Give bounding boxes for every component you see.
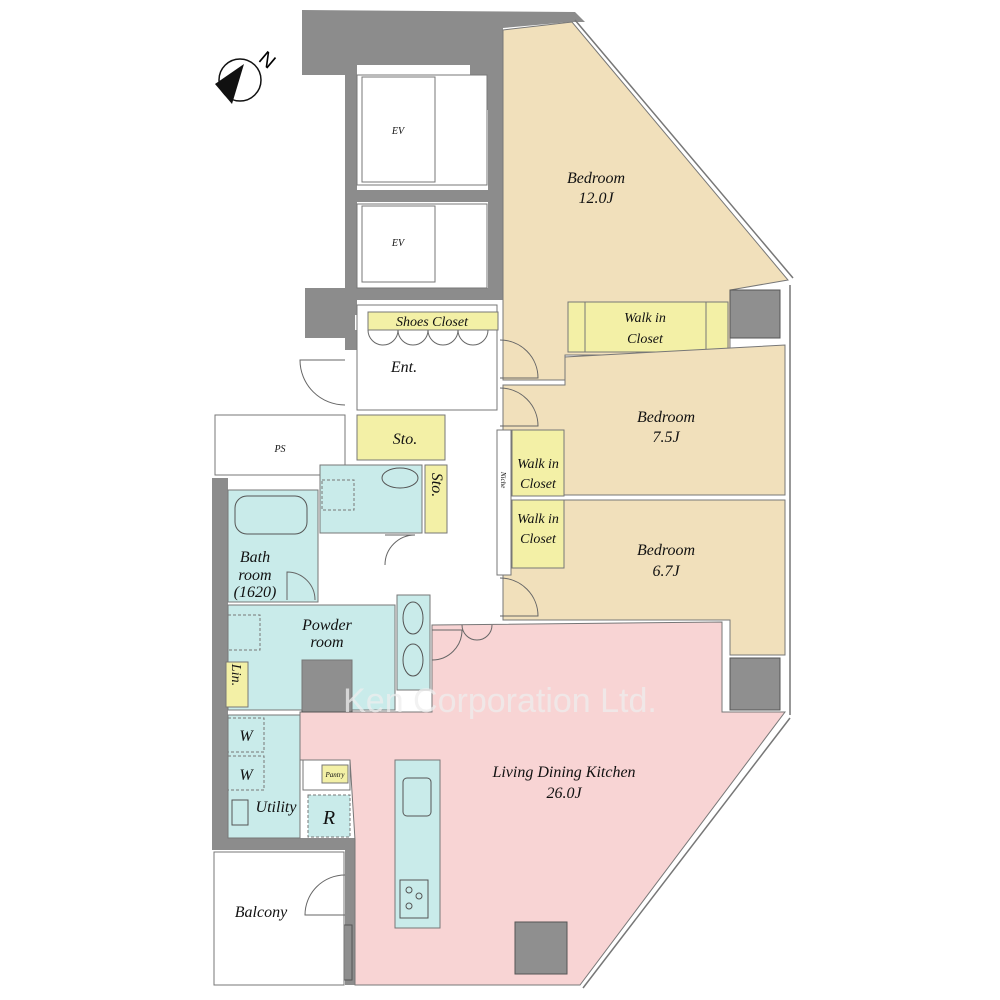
walk-in-closet-3-line1: Walk in xyxy=(517,512,559,527)
bedroom-3-name: Bedroom xyxy=(637,542,695,559)
bedroom-1-name: Bedroom xyxy=(567,170,625,187)
balcony-label: Balcony xyxy=(235,904,288,921)
storage-1-label: Sto. xyxy=(393,431,417,448)
bedroom-2-name: Bedroom xyxy=(637,409,695,426)
storage-2 xyxy=(424,464,448,534)
toilet-icon xyxy=(321,479,355,511)
washer-space-1 xyxy=(227,717,265,753)
fridge-space xyxy=(307,794,351,838)
powder-room-line2: room xyxy=(310,634,343,651)
niche xyxy=(496,429,512,576)
washbasin-icon xyxy=(381,467,419,489)
ev-1-label: EV xyxy=(391,126,406,137)
walk-in-closet-2-line2: Closet xyxy=(520,477,557,492)
sink-icon xyxy=(402,777,432,817)
fridge-label: R xyxy=(322,807,335,829)
powder-room-line1: Powder xyxy=(301,617,353,634)
ev-2-label: EV xyxy=(391,238,406,249)
washer-space-2 xyxy=(227,755,265,791)
linen-closet xyxy=(225,661,249,708)
walk-in-closet-1 xyxy=(567,301,729,353)
window xyxy=(582,717,791,989)
bathroom xyxy=(227,489,319,603)
niche-label: Niche xyxy=(499,471,507,488)
pillar xyxy=(301,659,353,713)
walk-in-closet-1-line1: Walk in xyxy=(624,311,666,326)
walk-in-closet-1-line2: Closet xyxy=(627,332,664,347)
bedroom-3-door[interactable] xyxy=(499,577,539,617)
storage-1 xyxy=(356,414,446,461)
walk-in-closet-2 xyxy=(511,429,565,497)
washer-1-label: W xyxy=(239,728,254,745)
balcony-door[interactable] xyxy=(304,874,346,916)
bathroom-line2: room xyxy=(238,567,271,584)
exterior-walls xyxy=(212,10,585,985)
stove-icon xyxy=(399,879,429,919)
toilet-door[interactable] xyxy=(384,534,416,566)
ldk-name: Living Dining Kitchen xyxy=(491,764,635,781)
ps-label: PS xyxy=(273,444,285,455)
pillar xyxy=(729,289,781,339)
powder-room-door[interactable] xyxy=(431,629,463,661)
bathroom-line3: (1620) xyxy=(234,584,277,601)
walk-in-closet-3 xyxy=(511,499,565,569)
shoes-closet-label: Shoes Closet xyxy=(396,315,469,330)
bedroom-6-7j xyxy=(502,499,786,656)
pillar xyxy=(729,657,781,711)
pantry-label: Pantry xyxy=(324,771,345,779)
washer-2-label: W xyxy=(239,767,254,784)
toilet-icon xyxy=(227,614,261,651)
balcony xyxy=(213,851,345,986)
north-compass-icon: N xyxy=(215,47,279,104)
storage-2-label: Sto. xyxy=(428,473,445,497)
hall-door[interactable] xyxy=(461,624,493,641)
pillar xyxy=(514,921,568,975)
ldk-size: 26.0J xyxy=(546,785,582,802)
watermark: Ken Corporation Ltd. xyxy=(343,682,657,720)
entrance-label: Ent. xyxy=(390,359,417,376)
bedroom-2-door[interactable] xyxy=(499,387,539,427)
bedroom-3-size: 6.7J xyxy=(652,563,680,580)
bedroom-2-size: 7.5J xyxy=(652,429,680,446)
bedroom-1-size: 12.0J xyxy=(578,190,614,207)
walk-in-closet-2-line1: Walk in xyxy=(517,457,559,472)
linen-label: Lin. xyxy=(228,663,243,686)
bathtub-icon xyxy=(234,495,308,535)
washbasin-icon xyxy=(402,601,424,635)
bathroom-line1: Bath xyxy=(240,549,270,566)
vanity xyxy=(396,594,431,691)
toilet-room xyxy=(319,464,423,534)
window xyxy=(574,19,794,279)
entry-door[interactable] xyxy=(299,359,346,406)
kitchen-island xyxy=(394,759,441,929)
washbasin-icon xyxy=(402,643,424,677)
pantry xyxy=(321,764,349,784)
bathroom-door[interactable] xyxy=(286,571,316,601)
walk-in-closet-3-line2: Closet xyxy=(520,532,557,547)
powder-room xyxy=(227,604,396,711)
utility-label: Utility xyxy=(256,799,298,816)
bedroom-1-door[interactable] xyxy=(499,339,539,379)
shoes-closet xyxy=(367,311,499,331)
sink-icon xyxy=(231,799,249,826)
ps-shaft xyxy=(214,414,346,476)
